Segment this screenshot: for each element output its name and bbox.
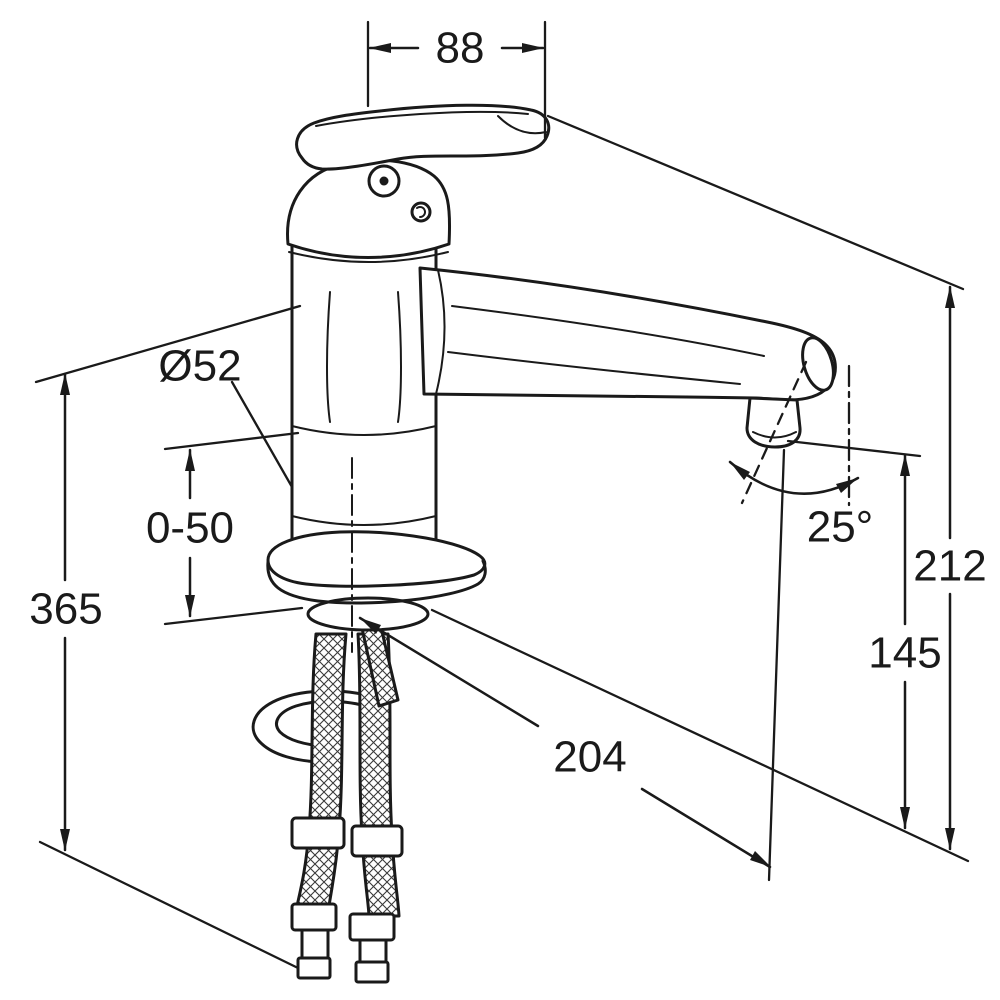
base-collar (306, 596, 430, 632)
dim-204: 204 (358, 448, 786, 882)
dim-diameter-label: Ø52 (158, 342, 241, 391)
dim-204-arrow-start (360, 618, 381, 634)
dim-25deg: 25° (728, 360, 874, 552)
base-plate-edge (266, 559, 487, 605)
dim-0-50: 0-50 (146, 431, 304, 626)
dim-25deg-arrow-right (836, 478, 858, 493)
dim-365-ext-bottom (38, 840, 300, 970)
dim-212-ext-top (546, 114, 965, 291)
body-ring-upper (291, 425, 437, 436)
dim-365-arrow-top (60, 373, 70, 395)
body-cylinder (290, 226, 438, 554)
handle-tip-lip (497, 115, 547, 135)
dim-365-arrow-bottom (60, 829, 70, 851)
temp-marker (410, 201, 432, 223)
dim-0-50-arrow-top (185, 449, 195, 471)
dim-212-arrow-top (945, 286, 955, 308)
dim-204-ext-outlet (767, 448, 786, 882)
faucet-artwork (251, 103, 837, 984)
dim-365-ext-top (34, 304, 302, 384)
dim-diameter: Ø52 (158, 342, 294, 489)
temp-marker-swirl (416, 206, 426, 218)
dim-204-arrow-end (750, 851, 771, 867)
body-ring-lower (291, 515, 437, 526)
dim-365: 365 (29, 304, 302, 970)
hose-nut-left (290, 816, 346, 850)
dim-145-label: 145 (868, 629, 941, 678)
dim-0-50-label: 0-50 (146, 504, 234, 553)
body-highlight-right (397, 291, 402, 423)
dimension-annotations: 88 Ø52 0-50 365 (29, 20, 987, 970)
dim-212-arrow-bottom (945, 828, 955, 850)
dim-145-ext-top (786, 439, 922, 458)
dim-25deg-label: 25° (807, 503, 874, 552)
deck-plane-ext-bottom (430, 608, 970, 863)
dome-joint-ring (288, 251, 449, 263)
dim-diameter-leader (230, 380, 294, 489)
spout-highlight-bottom (447, 351, 741, 385)
aerator-outlet-arc (752, 431, 797, 439)
dim-145-arrow-bottom (900, 807, 910, 829)
spout-root-arc (435, 269, 446, 395)
spout (418, 266, 837, 402)
hose-nut-right (350, 824, 404, 858)
dim-145: 145 (786, 439, 942, 830)
handle-pivot-dot (379, 176, 389, 186)
hose-fitting-left (290, 902, 338, 980)
dim-0-50-ext-top (163, 431, 300, 451)
spout-axis-line (740, 360, 808, 505)
dim-88: 88 (366, 20, 547, 140)
base-plate-top (266, 530, 487, 588)
dim-212: 212 (430, 114, 987, 863)
hose-fitting-right (348, 912, 396, 984)
dim-204-label: 204 (553, 733, 626, 782)
dim-0-50-ext-bottom (163, 606, 304, 626)
dim-145-arrow-top (900, 454, 910, 476)
supply-hose-left (295, 632, 348, 908)
dim-88-arrow-left (369, 43, 391, 53)
dim-365-label: 365 (29, 585, 102, 634)
dim-0-50-arrow-bottom (185, 595, 195, 617)
dim-25deg-arrow-left (730, 462, 750, 480)
spout-highlight-top (451, 305, 765, 357)
cartridge-dome (286, 158, 452, 259)
dim-88-arrow-right (522, 43, 544, 53)
body-highlight-left (326, 291, 331, 423)
handle-lever (295, 103, 551, 171)
aerator (745, 396, 802, 449)
dim-88-label: 88 (436, 24, 485, 73)
dim-212-label: 212 (913, 542, 986, 591)
handle-top-line (315, 110, 529, 127)
